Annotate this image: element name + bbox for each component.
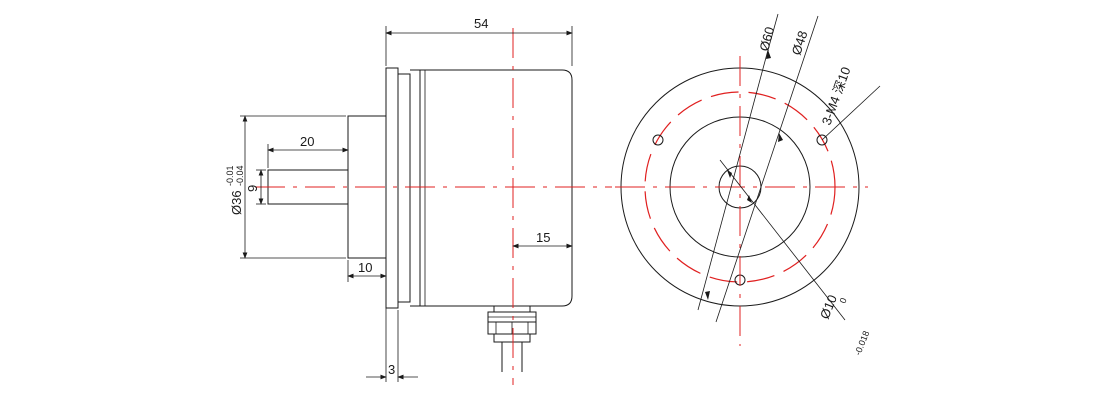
dim-overall-length: 54 — [474, 16, 488, 31]
dim-outer-dia: Ø60 — [756, 25, 777, 53]
dim-cable-offset: 15 — [536, 230, 550, 245]
dim-pilot-tol-lower: -0.04 — [235, 165, 245, 186]
dim-pilot-dia: Ø36 — [229, 190, 244, 215]
flange-step — [397, 73, 411, 303]
dim-bore-dia: Ø10 — [817, 293, 840, 321]
dim-pilot-depth: 10 — [358, 260, 372, 275]
dim-pilot-tol-upper: -0.01 — [225, 165, 235, 186]
dim-pcd: Ø48 — [789, 29, 811, 57]
front-view: Ø60 Ø48 3-M4 深10 Ø10 0 -0.018 — [615, 13, 881, 357]
flange — [385, 67, 399, 309]
dim-bore-tol-upper: 0 — [838, 296, 849, 304]
dim-mount-holes: 3-M4 深10 — [819, 65, 854, 127]
dim-shaft-length: 20 — [300, 134, 314, 149]
dim-shaft-dia: 9 — [245, 185, 260, 192]
encoder-body — [410, 69, 573, 307]
mount-hole — [816, 134, 828, 146]
dim-bore-tol-lower: -0.018 — [853, 329, 872, 356]
side-view: 54 20 9 Ø36 -0.01 -0.04 10 3 15 — [225, 16, 612, 385]
cable-gland — [487, 305, 537, 372]
mount-hole — [652, 134, 664, 146]
dim-flange-thickness: 3 — [388, 362, 395, 377]
